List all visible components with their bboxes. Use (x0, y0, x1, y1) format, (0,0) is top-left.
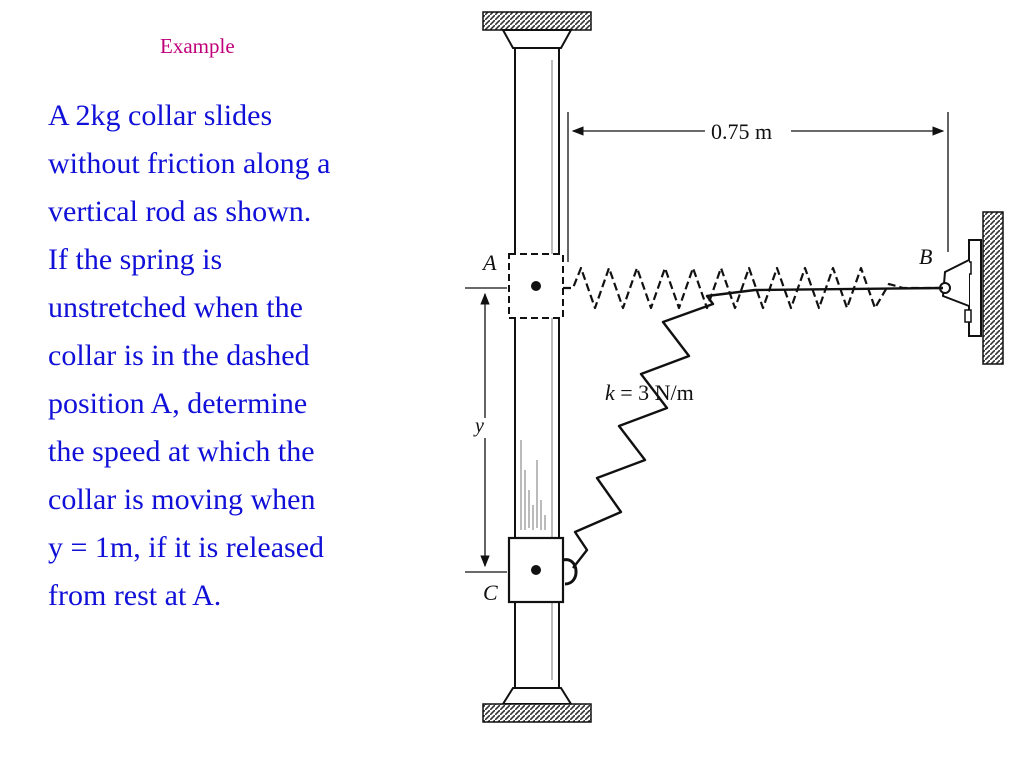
bottom-support (482, 687, 592, 723)
slide-title: Example (160, 34, 235, 58)
label-y: y (473, 415, 484, 437)
problem-line: collar is in the dashed (48, 339, 310, 372)
problem-line: If the spring is (48, 243, 223, 276)
spring-stretched (572, 286, 944, 569)
problem-line: y = 1m, if it is released (48, 531, 325, 564)
problem-line: unstretched when the (48, 291, 303, 324)
collar-a-dashed (508, 253, 564, 319)
top-support (482, 11, 592, 49)
dimension-line (567, 112, 949, 262)
problem-line: A 2kg collar slides (48, 99, 273, 132)
label-c: C (483, 580, 498, 605)
problem-line: the speed at which the (48, 435, 315, 468)
problem-line: from rest at A. (48, 579, 222, 612)
problem-line: position A, determine (48, 387, 308, 420)
collar-c (507, 536, 578, 604)
diagram-svg: 0.75 m y A C B k = 3 N/m (465, 11, 1004, 723)
collar-spring-diagram: 0.75 m y A C B k = 3 N/m (455, 0, 1024, 768)
y-dimension (465, 287, 507, 573)
spring-constant-label: k = 3 N/m (605, 380, 694, 405)
problem-statement: A 2kg collar slides without friction alo… (48, 92, 443, 620)
label-b: B (919, 244, 932, 269)
dimension-label: 0.75 m (711, 119, 772, 144)
spring-unstretched (563, 266, 943, 310)
problem-line: vertical rod as shown. (48, 195, 312, 228)
wall-bracket (939, 211, 1004, 365)
problem-line: without friction along a (48, 147, 331, 180)
label-a: A (481, 250, 497, 275)
problem-line: collar is moving when (48, 483, 316, 516)
